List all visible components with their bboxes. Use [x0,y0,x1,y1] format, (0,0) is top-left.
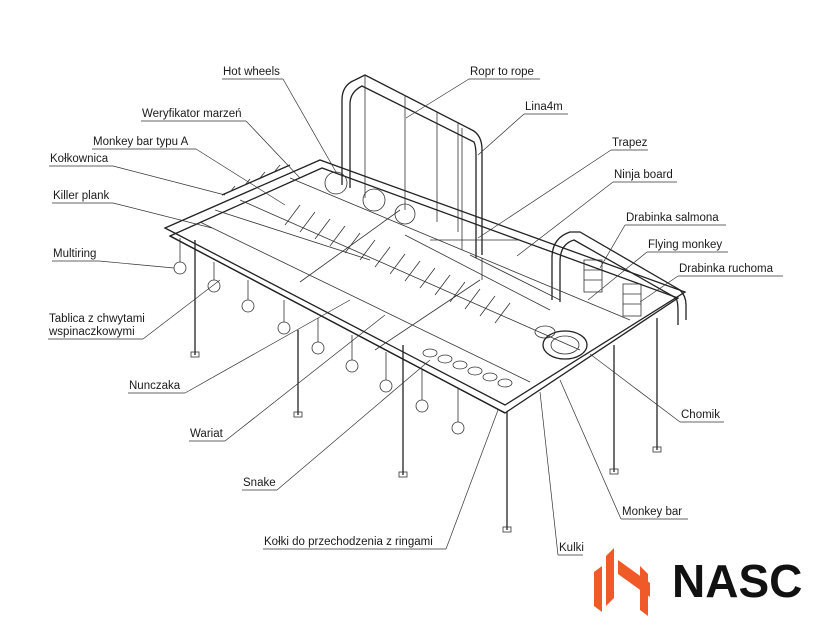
label-flying-monkey: Flying monkey [587,239,728,301]
nasc-logo-mark [594,548,650,616]
platform-frame [163,159,687,414]
label-text: Monkey bar [622,506,682,518]
nasc-logo: NASC [594,548,802,616]
label-text: Wariat [190,428,224,440]
label-text: Kulki [559,542,584,554]
structure-drawing [163,74,687,533]
label-text: Nunczaka [129,380,181,392]
label-text: Chomik [681,409,720,421]
label-snake: Snake [242,359,431,491]
nasc-logo-text: NASC [672,555,802,607]
label-text: Multiring [53,248,96,260]
label-kolkownica: Kołkownica [49,153,226,196]
label-text: Tablica z chwytami [49,313,145,325]
label-killer-plank: Killer plank [52,190,213,229]
snake-loops [422,348,513,388]
label-hot-wheels: Hot wheels [222,66,337,173]
label-text: Drabinka ruchoma [679,263,774,275]
label-text: Ropr to rope [470,66,534,78]
label-ropr-to-rope: Ropr to rope [405,66,540,119]
label-kolki: Kołki do przechodzenia z ringami [263,409,499,550]
label-drabinka-salmona: Drabinka salmona [599,212,726,269]
label-multiring: Multiring [52,248,175,269]
label-text-2: wspinaczkowymi [48,326,135,338]
label-lina4m: Lina4m [477,101,568,156]
label-monkey-bar: Monkey bar [559,379,688,520]
label-text: Trapez [612,137,648,149]
label-text: Ninja board [614,169,673,181]
label-trapez: Trapez [477,137,648,239]
hanging-rings [173,238,465,435]
label-text: Kołkownica [50,153,109,165]
label-text: Weryfikator marzeń [142,108,241,120]
back-rig-frame [341,74,483,258]
label-weryfikator-marzen: Weryfikator marzeń [141,108,301,179]
monkey-bar-rungs [284,204,511,324]
support-legs [190,240,662,533]
label-nunczaka: Nunczaka [128,299,351,394]
label-text: Lina4m [525,101,563,113]
label-text: Killer plank [53,190,109,202]
label-text: Hot wheels [223,66,280,78]
label-wariat: Wariat [189,314,386,442]
label-monkey-bar-typu-a: Monkey bar typu A [92,136,286,206]
chomik-wheel [534,325,588,360]
kolkownica-rail [221,164,291,196]
label-text: Snake [243,477,276,489]
label-text: Monkey bar typu A [93,136,189,148]
label-tablica: Tablica z chwytami wspinaczkowymi [48,279,221,340]
label-chomik: Chomik [589,353,724,423]
label-text: Kołki do przechodzenia z ringami [264,536,433,548]
label-text: Drabinka salmona [626,212,719,224]
label-drabinka-ruchoma: Drabinka ruchoma [639,263,783,303]
label-ninja-board: Ninja board [516,169,677,257]
label-kulki: Kulki [539,391,584,556]
label-text: Flying monkey [648,239,722,251]
